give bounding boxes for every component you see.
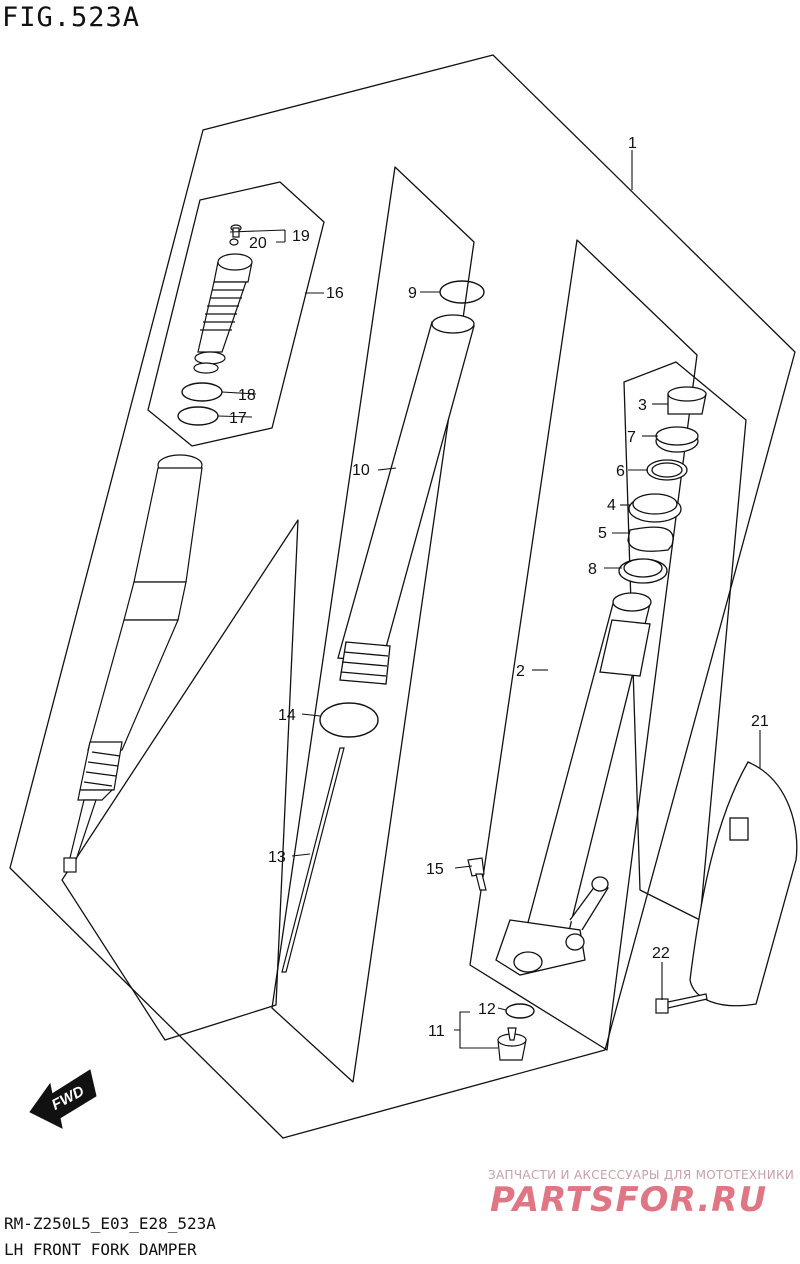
leader-lines	[217, 150, 761, 1049]
damper-outline	[147, 181, 325, 447]
callout-9: 9	[408, 285, 417, 302]
callout-16: 16	[326, 285, 344, 302]
bolt-15	[467, 857, 487, 891]
callout-6: 6	[616, 463, 625, 480]
callout-4: 4	[607, 497, 616, 514]
damper-rod-outline	[61, 519, 299, 1041]
outer-tube-outline	[469, 239, 698, 1051]
callout-8: 8	[588, 561, 597, 578]
model-code: RM-Z250L5_E03_E28_523A	[4, 1214, 216, 1233]
fork-guard-21	[689, 761, 798, 1007]
callout-12: 12	[478, 1001, 496, 1018]
callout-13: 13	[268, 849, 286, 866]
assembly-outline	[9, 54, 796, 1139]
o-ring-14	[319, 702, 379, 738]
seal-stack-outline	[623, 361, 747, 921]
callout-22: 22	[652, 945, 670, 962]
figure-name: LH FRONT FORK DAMPER	[4, 1240, 197, 1259]
o-ring-17	[177, 406, 219, 426]
callout-17: 17	[229, 410, 247, 427]
callout-18: 18	[238, 387, 256, 404]
damper-cartridge-part	[193, 224, 253, 374]
watermark-brand: PARTSFOR.RU	[490, 1180, 768, 1220]
callout-21: 21	[751, 713, 769, 730]
figure-title: FIG.523A	[2, 2, 141, 33]
watermark-tagline: ЗАПЧАСТИ И АКСЕССУАРЫ ДЛЯ МОТОТЕХНИКИ	[488, 1168, 795, 1182]
valve-11	[497, 1027, 527, 1061]
o-ring-18	[181, 382, 223, 402]
callouts: 1 2 3 4 5 6 7 8 9 10 11 12 13 14 15 16 1…	[229, 135, 769, 1040]
callout-3: 3	[638, 397, 647, 414]
callout-20: 20	[249, 235, 267, 252]
inner-tube-part	[337, 314, 475, 685]
bolt-22	[655, 993, 708, 1014]
callout-14: 14	[278, 707, 296, 724]
damper-rod-part	[63, 454, 203, 873]
callout-19: 19	[292, 228, 310, 245]
callout-1: 1	[628, 135, 637, 152]
callout-2: 2	[516, 663, 525, 680]
rod-13	[281, 747, 345, 973]
fwd-arrow-icon: FWD	[29, 1069, 97, 1129]
seal-stack-part	[618, 386, 707, 584]
callout-5: 5	[598, 525, 607, 542]
inner-tube-outline	[271, 166, 475, 1083]
callout-15: 15	[426, 861, 444, 878]
callout-7: 7	[627, 429, 636, 446]
ring-9	[439, 280, 485, 304]
outer-tube-part	[495, 592, 652, 976]
callout-11: 11	[428, 1023, 445, 1040]
washer-12	[505, 1003, 535, 1019]
callout-10: 10	[352, 462, 370, 479]
